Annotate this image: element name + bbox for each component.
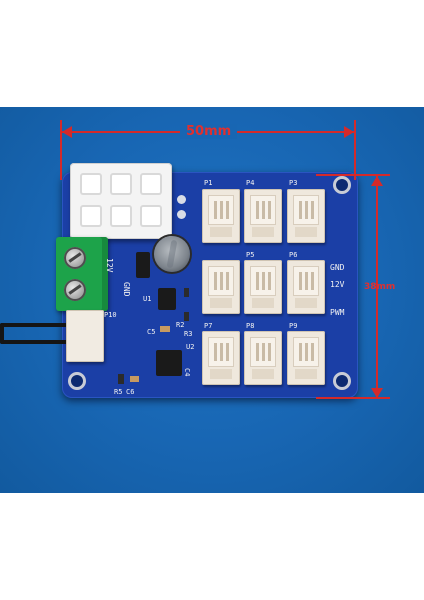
smd-resistor — [184, 312, 189, 321]
mounting-hole — [68, 372, 86, 390]
label-p8: P8 — [246, 322, 255, 330]
mounting-hole — [333, 372, 351, 390]
pwm-controller-u2 — [156, 350, 182, 376]
cable — [0, 323, 72, 327]
smd-capacitor — [160, 326, 170, 332]
label-pwm: PWM — [330, 308, 345, 317]
smd-resistor — [118, 374, 124, 384]
label-p2: P5 — [246, 251, 255, 259]
via-pad — [177, 195, 186, 204]
fan-header-p1 — [202, 189, 240, 243]
height-label: 38mm — [364, 282, 396, 292]
screw-terminal — [64, 279, 86, 301]
electrolytic-capacitor — [154, 236, 190, 272]
smd-resistor — [184, 288, 189, 297]
smd-capacitor — [130, 376, 139, 382]
arrow-left-icon — [62, 126, 72, 138]
height-dimension-tick — [316, 397, 390, 399]
label-r3: R3 — [184, 330, 193, 338]
label-r5: R5 — [114, 388, 123, 396]
fan-header-p7 — [202, 331, 240, 385]
power-terminal-block — [56, 237, 108, 311]
width-dimension-tick — [354, 120, 356, 180]
width-label: 50mm — [180, 124, 238, 139]
width-dimension-tick — [60, 120, 62, 180]
label-u2: U2 — [186, 343, 195, 351]
label-12v: 12V — [330, 280, 345, 289]
label-input-12v: 12V — [105, 258, 114, 273]
arrow-down-icon — [371, 388, 383, 398]
label-gnd: GND — [330, 263, 345, 272]
cable — [0, 340, 72, 344]
label-u1: U1 — [143, 295, 152, 303]
label-c4: C4 — [183, 368, 191, 377]
fan-header-p8 — [244, 331, 282, 385]
fan-header-p4 — [244, 189, 282, 243]
via-pad — [177, 210, 186, 219]
label-c6: C6 — [126, 388, 135, 396]
label-p1: P1 — [204, 179, 213, 187]
fan-header-p9 — [287, 331, 325, 385]
height-dimension-line — [376, 176, 378, 398]
label-p3: P3 — [289, 179, 298, 187]
arrow-right-icon — [344, 126, 354, 138]
label-c5: C5 — [147, 328, 156, 336]
molex-power-connector — [70, 163, 172, 239]
fan-header-p5 — [244, 260, 282, 314]
regulator-u1 — [136, 252, 150, 278]
mounting-hole — [333, 176, 351, 194]
cable — [0, 323, 4, 344]
label-input-gnd: GND — [122, 282, 131, 297]
label-p10: P10 — [104, 311, 117, 319]
arrow-up-icon — [371, 176, 383, 186]
sensor-connector-p10 — [66, 310, 104, 362]
label-p5: P7 — [204, 322, 213, 330]
height-dimension-tick — [316, 174, 390, 176]
label-p4: P4 — [246, 179, 255, 187]
fan-header-p2 — [202, 260, 240, 314]
screw-terminal — [64, 247, 86, 269]
fan-header-p3 — [287, 189, 325, 243]
transistor — [158, 288, 176, 310]
label-r2: R2 — [176, 321, 185, 329]
label-p9: P9 — [289, 322, 298, 330]
label-p6: P6 — [289, 251, 298, 259]
fan-header-p6 — [287, 260, 325, 314]
